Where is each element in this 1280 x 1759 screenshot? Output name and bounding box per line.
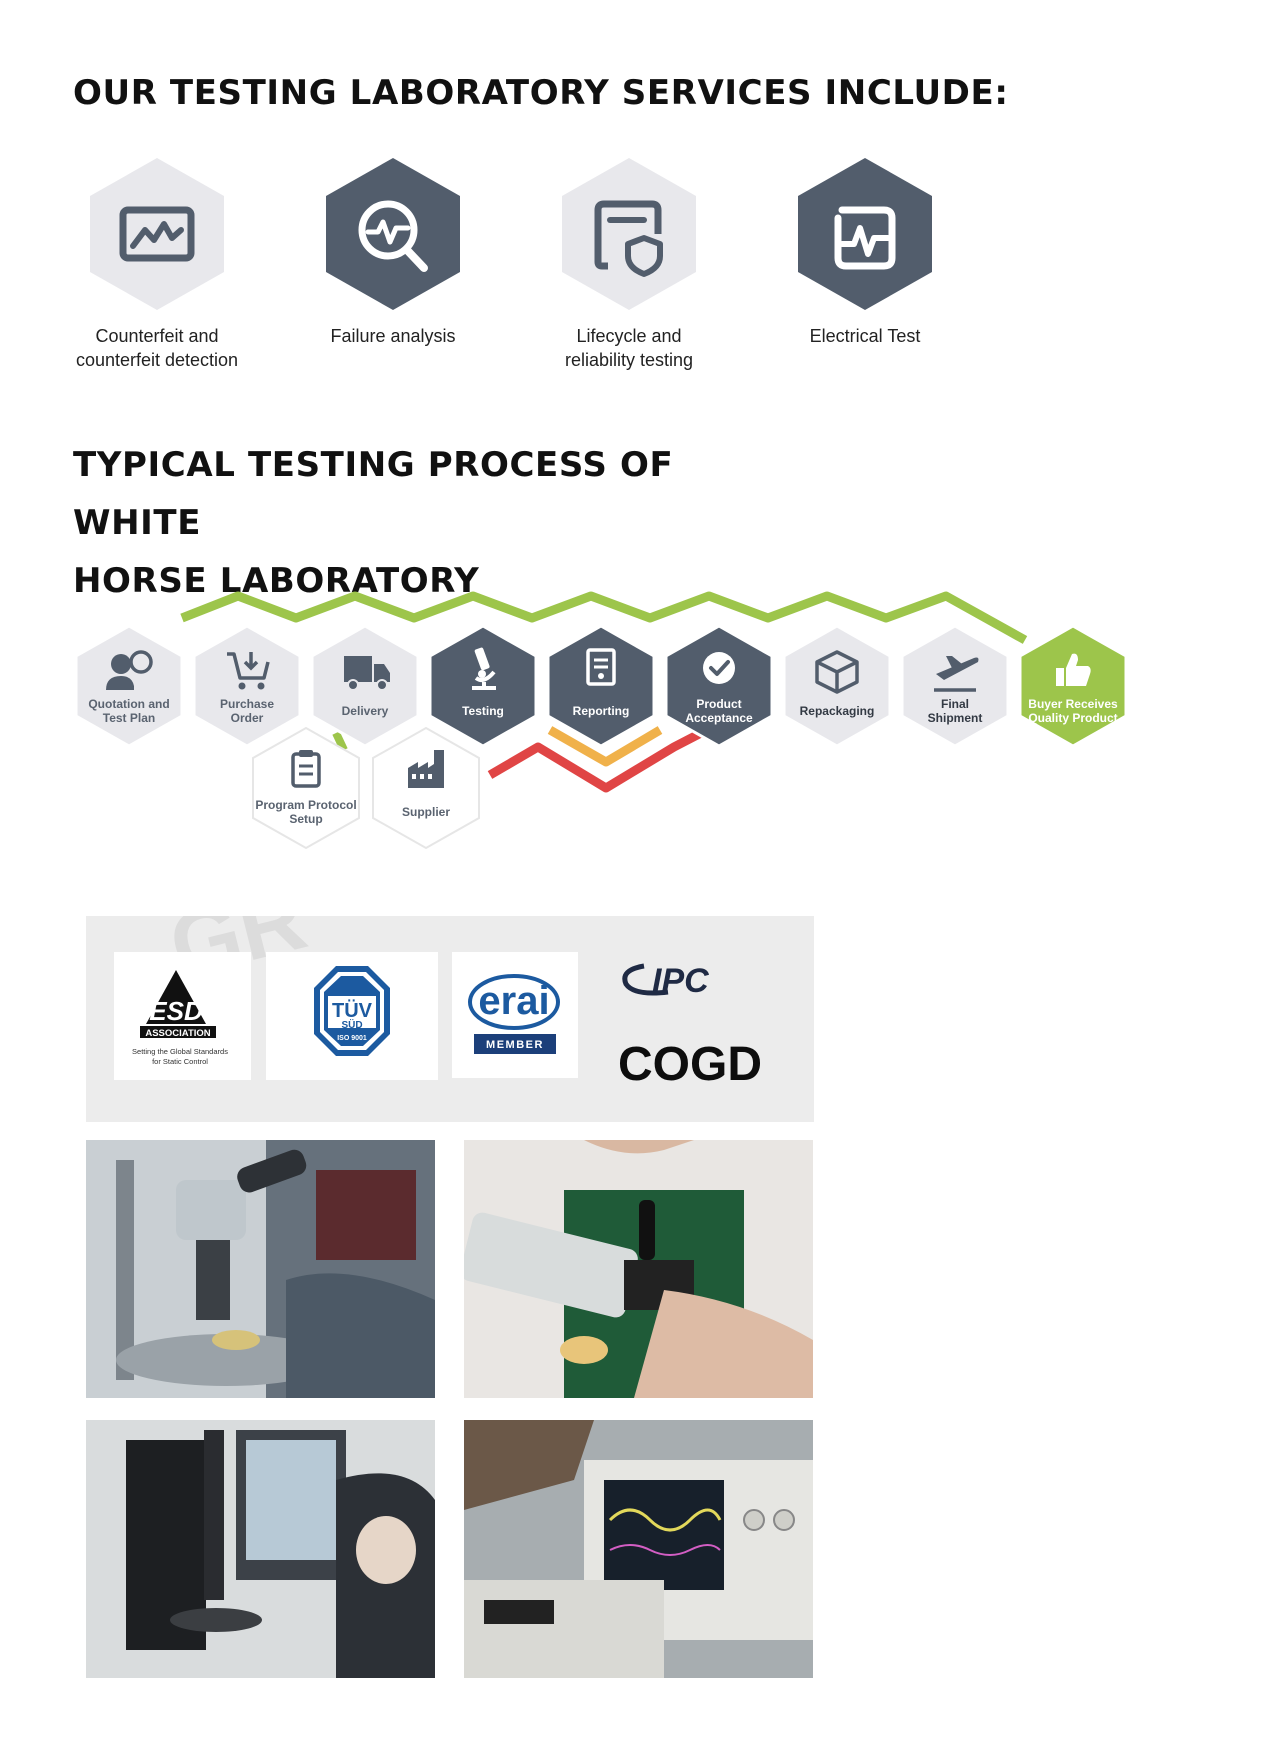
ipc-logo: IPC bbox=[652, 962, 709, 1000]
service-electrical-test[interactable]: Electrical Test bbox=[780, 158, 950, 348]
svg-text:for Static Control: for Static Control bbox=[152, 1057, 208, 1066]
magnifier-pulse-icon bbox=[326, 158, 460, 310]
process-step-delivery[interactable]: Delivery bbox=[310, 624, 420, 748]
person-chat-icon bbox=[106, 650, 153, 690]
process-step-product-acceptance[interactable]: Product Acceptance bbox=[664, 624, 774, 748]
svg-text:SÜD: SÜD bbox=[341, 1018, 362, 1031]
airplane-icon bbox=[934, 656, 979, 692]
svg-text:ASSOCIATION: ASSOCIATION bbox=[145, 1028, 210, 1039]
svg-text:erai: erai bbox=[478, 979, 549, 1023]
step-label-line1: Delivery bbox=[342, 704, 389, 718]
tuv-sud-logo: TÜV SÜD ISO 9001 bbox=[266, 952, 438, 1080]
process-step-repackaging[interactable]: Repackaging bbox=[782, 624, 892, 748]
services-heading: OUR TESTING LABORATORY SERVICES INCLUDE: bbox=[73, 73, 1009, 113]
oscilloscope-bench-photo bbox=[464, 1420, 813, 1678]
step-label-line2: Order bbox=[231, 711, 264, 725]
step-label-line2: Acceptance bbox=[685, 711, 753, 725]
box-icon bbox=[815, 650, 859, 694]
lab-photo-grid bbox=[86, 1140, 814, 1678]
cogd-logo: COGD bbox=[618, 1038, 762, 1091]
esd-triangle-icon bbox=[146, 970, 206, 1024]
step-label-line2: Quality Product bbox=[1028, 711, 1117, 725]
certification-logos: GR ESD ASSOCIATION Setting the Global St… bbox=[86, 916, 814, 1122]
substep-label-line2: Setup bbox=[289, 812, 322, 826]
microscope-icon bbox=[472, 647, 496, 690]
step-label-line1: Final bbox=[941, 697, 969, 711]
step-label-line1: Reporting bbox=[573, 704, 630, 718]
process-step-buyer-receives[interactable]: Buyer Receives Quality Product bbox=[1018, 624, 1128, 748]
process-step-reporting[interactable]: Reporting bbox=[546, 624, 656, 748]
truck-icon bbox=[344, 656, 390, 691]
service-label: Electrical Test bbox=[809, 326, 921, 346]
thumbs-up-icon bbox=[1056, 653, 1091, 686]
process-step-purchase-order[interactable]: Purchase Order bbox=[192, 624, 302, 748]
ipc-cogd-logos: IPC COGD bbox=[606, 936, 796, 1106]
svg-text:ESD: ESD bbox=[149, 996, 203, 1026]
pulse-square-icon bbox=[798, 158, 932, 310]
step-label-line1: Repackaging bbox=[800, 704, 875, 718]
svg-text:TÜV: TÜV bbox=[332, 999, 373, 1022]
esd-association-logo: ESD ASSOCIATION Setting the Global Stand… bbox=[114, 952, 251, 1080]
erai-member-logo: erai MEMBER bbox=[452, 952, 578, 1078]
document-shield-icon bbox=[562, 158, 696, 310]
svg-text:ISO 9001: ISO 9001 bbox=[337, 1035, 367, 1042]
report-icon bbox=[586, 648, 616, 686]
step-label-line2: Shipment bbox=[928, 711, 983, 725]
step-label-line1: Quotation and bbox=[88, 697, 169, 711]
substep-label-line1: Program Protocol bbox=[255, 798, 356, 812]
chart-monitor-icon bbox=[90, 158, 224, 310]
testing-process-diagram: Quotation and Test Plan Purchase Order bbox=[70, 590, 1140, 855]
process-step-quotation[interactable]: Quotation and Test Plan bbox=[74, 624, 184, 748]
chip-socket-programming-photo bbox=[464, 1140, 813, 1398]
step-label-line1: Buyer Receives bbox=[1028, 697, 1118, 711]
service-label: Failure analysis bbox=[330, 326, 456, 346]
check-badge-icon bbox=[703, 652, 735, 684]
step-label-line1: Testing bbox=[462, 704, 504, 718]
step-label-line2: Test Plan bbox=[103, 711, 155, 725]
svg-text:MEMBER: MEMBER bbox=[486, 1039, 544, 1051]
cart-icon bbox=[227, 652, 270, 690]
process-substep-program-setup[interactable]: Program Protocol Setup bbox=[252, 726, 360, 850]
process-step-testing[interactable]: Testing bbox=[428, 624, 538, 748]
measuring-microscope-photo bbox=[86, 1420, 435, 1678]
microscope-inspection-photo bbox=[86, 1140, 435, 1398]
svg-text:Setting the Global Standards: Setting the Global Standards bbox=[132, 1047, 228, 1056]
process-step-final-shipment[interactable]: Final Shipment bbox=[900, 624, 1010, 748]
substep-label-line1: Supplier bbox=[402, 805, 450, 819]
clipboard-icon bbox=[291, 750, 321, 788]
factory-icon bbox=[408, 750, 444, 788]
step-label-line1: Purchase bbox=[220, 697, 274, 711]
step-label-line1: Product bbox=[696, 697, 741, 711]
process-substep-supplier[interactable]: Supplier bbox=[372, 726, 480, 850]
service-failure-analysis[interactable]: Failure analysis bbox=[308, 158, 478, 348]
